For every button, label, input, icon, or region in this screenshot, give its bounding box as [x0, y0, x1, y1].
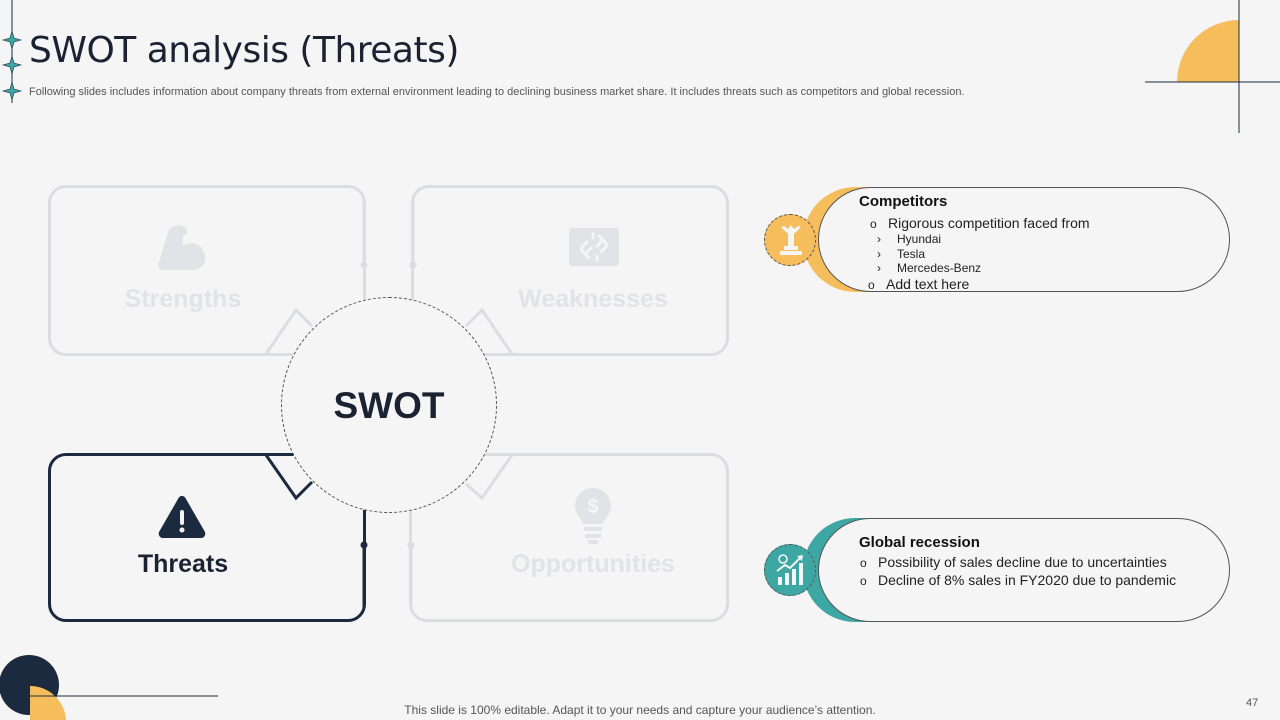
recession-card	[818, 518, 1230, 622]
threats-quadrant	[48, 453, 366, 622]
competitor-item: Tesla	[877, 247, 925, 261]
competitor-item: Mercedes-Benz	[877, 261, 981, 275]
opportunities-label: Opportunities	[511, 550, 675, 578]
strengths-quadrant	[48, 185, 366, 356]
page-title: SWOT analysis (Threats)	[29, 30, 459, 71]
competitors-bullet: Add text here	[868, 276, 969, 292]
growth-chart-icon	[776, 554, 803, 585]
competitors-title: Competitors	[859, 193, 948, 210]
recession-bullet: Possibility of sales decline due to unce…	[860, 554, 1167, 570]
weaknesses-quadrant	[411, 185, 729, 356]
swot-center-label: SWOT	[333, 385, 445, 426]
muscle-arm-icon	[158, 225, 206, 271]
swot-center-circle	[281, 297, 497, 513]
page-number: 47	[1246, 697, 1259, 709]
competitors-card	[818, 187, 1230, 292]
svg-text:$: $	[587, 496, 598, 518]
competitor-item: Hyundai	[877, 232, 941, 246]
recession-badge	[764, 544, 816, 596]
opportunities-quadrant	[409, 453, 729, 622]
strengths-label: Strengths	[124, 285, 242, 313]
warning-icon	[158, 496, 206, 538]
competitors-bullet: Rigorous competition faced from	[870, 215, 1090, 231]
competitors-badge	[764, 214, 816, 266]
broken-link-icon	[569, 228, 619, 266]
recession-bullet: Decline of 8% sales in FY2020 due to pan…	[860, 572, 1176, 588]
footer-note: This slide is 100% editable. Adapt it to…	[404, 703, 876, 717]
money-lightbulb-icon: $	[575, 488, 611, 544]
weaknesses-label: Weaknesses	[518, 285, 668, 313]
recession-title: Global recession	[859, 534, 980, 551]
chess-piece-icon	[780, 225, 802, 255]
threats-label: Threats	[137, 550, 229, 578]
page-subtitle: Following slides includes information ab…	[29, 86, 965, 98]
